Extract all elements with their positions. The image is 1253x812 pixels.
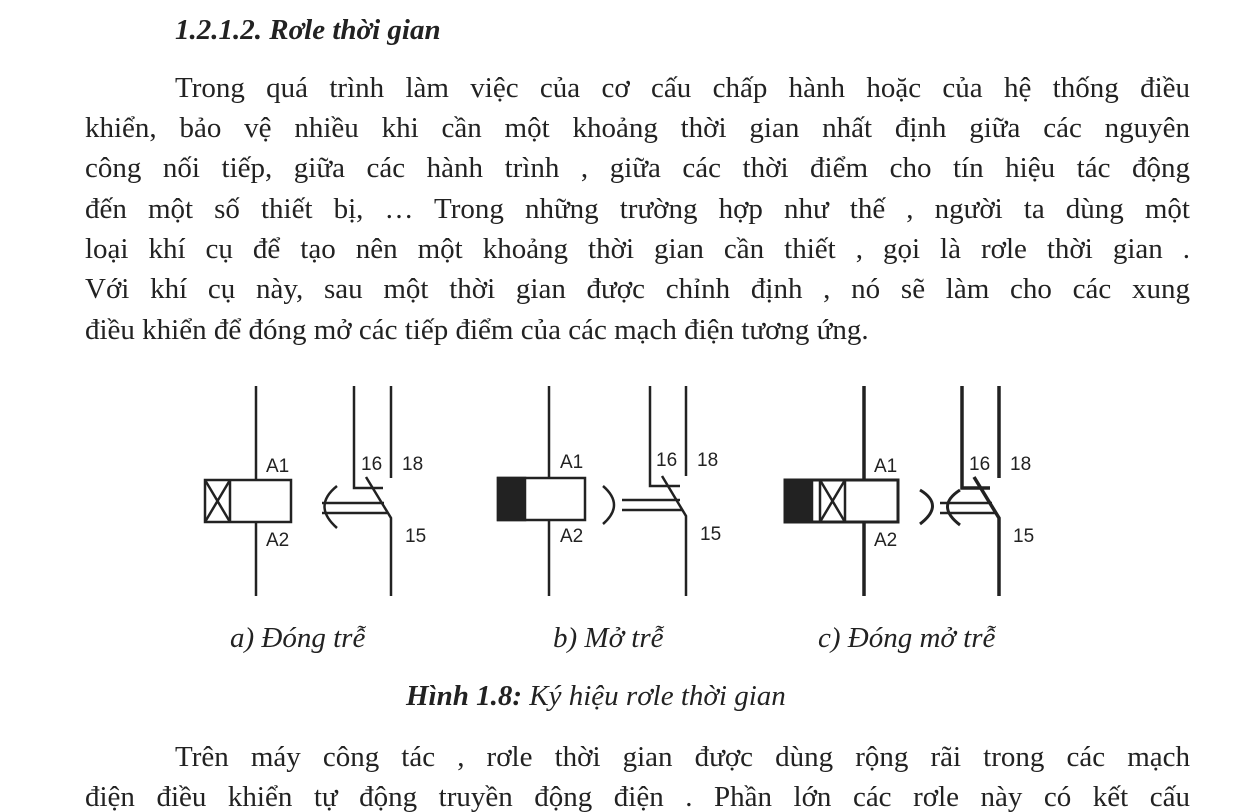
subcaption-b: b) Mở trễ xyxy=(553,622,664,654)
paragraph-line: công nối tiếp, giữa các hành trình , giữ… xyxy=(85,152,1190,184)
figure-caption: Hình 1.8: Ký hiệu rơle thời gian xyxy=(406,678,786,714)
paragraph-line: Với khí cụ này, sau một thời gian được c… xyxy=(85,273,1190,305)
symbol-on-delay xyxy=(203,386,393,596)
terminal-label: A2 xyxy=(560,526,583,547)
terminal-label: 15 xyxy=(405,526,426,547)
terminal-label: A2 xyxy=(874,530,897,551)
figure-caption-label: Hình 1.8: xyxy=(406,680,523,712)
paragraph-line: khiển, bảo vệ nhiều khi cần một khoảng t… xyxy=(85,112,1190,144)
paragraph-line: điện điều khiển tự động truyền động điện… xyxy=(85,781,1190,812)
terminal-label: 18 xyxy=(1010,454,1031,475)
subcaption-c: c) Đóng mở trễ xyxy=(818,622,996,654)
terminal-label: 16 xyxy=(969,454,990,475)
terminal-label: 16 xyxy=(361,454,382,475)
terminal-label: 15 xyxy=(1013,526,1034,547)
symbol-on-off-delay xyxy=(783,386,1001,596)
terminal-label: A1 xyxy=(266,456,289,477)
section-heading: 1.2.1.2. Rơle thời gian xyxy=(175,14,441,46)
terminal-label: 16 xyxy=(656,450,677,471)
paragraph-line: Trong quá trình làm việc của cơ cấu chấp… xyxy=(175,72,1190,104)
subcaption-a: a) Đóng trễ xyxy=(230,622,366,654)
paragraph-line: Trên máy công tác , rơle thời gian được … xyxy=(175,741,1190,773)
terminal-label: A1 xyxy=(874,456,897,477)
terminal-label: 15 xyxy=(700,524,721,545)
paragraph-line: đến một số thiết bị, … Trong những trườn… xyxy=(85,193,1190,225)
terminal-label: 18 xyxy=(697,450,718,471)
figure-caption-text: Ký hiệu rơle thời gian xyxy=(522,680,786,712)
paragraph-line: điều khiển để đóng mở các tiếp điểm của … xyxy=(85,314,869,346)
terminal-label: 18 xyxy=(402,454,423,475)
terminal-label: A2 xyxy=(266,530,289,551)
paragraph-line: loại khí cụ để tạo nên một khoảng thời g… xyxy=(85,233,1190,265)
symbol-off-delay xyxy=(496,386,688,596)
terminal-label: A1 xyxy=(560,452,583,473)
